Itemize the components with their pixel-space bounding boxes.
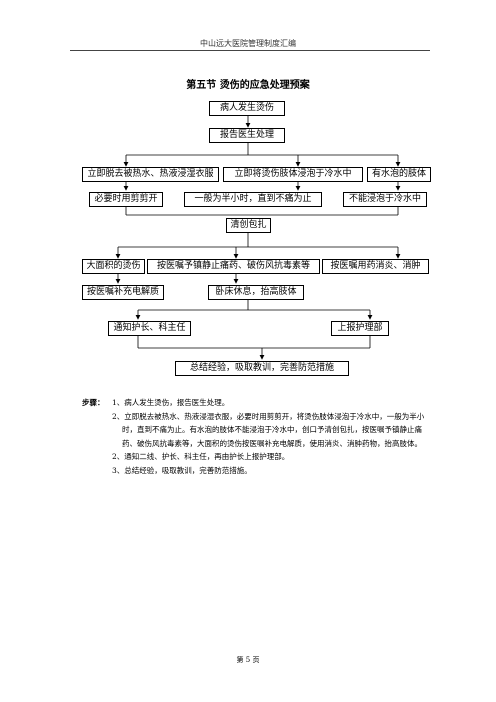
step-2-cont-1: 时，直到不痛为止。有水泡的肢体不能浸泡于冷水中，创口予清创包扎，按医嘱予镇静止痛 (122, 425, 422, 434)
flow-box-anti-inflammatory: 按医嘱用药消炎、消肿 (322, 259, 429, 274)
flow-box-cut-if-needed: 必要时用剪剪开 (89, 192, 163, 207)
page-number: 第 5 页 (236, 656, 260, 664)
flow-box-no-soak: 不能浸泡于冷水中 (343, 192, 427, 207)
step-3: 2、通知二线、护长、科主任，再由护长上报护理部。 (82, 450, 482, 464)
flow-box-debride-dress: 清创包扎 (226, 218, 271, 233)
step-2-num: 2、 (112, 411, 125, 421)
step-4-num: 3、 (112, 465, 125, 475)
flow-box-soak-cold-water: 立即将烫伤肢体浸泡于冷水中 (223, 167, 363, 182)
step-1: 步骤： 1、病人发生烫伤，报告医生处理。 (82, 396, 482, 410)
page-header: 中山远大医院管理制度汇编 (200, 39, 296, 48)
flow-box-notify-head: 通知护长、科主任 (108, 321, 191, 336)
section-title: 第五节 烫伤的应急处理预案 (186, 80, 310, 91)
step-1-text: 病人发生烫伤，报告医生处理。 (124, 398, 230, 407)
step-2-cont-2: 药、破伤风抗毒素等，大面积的烫伤按医嘱补充电解质，使用消炎、消肿药物，抬高肢体。 (122, 438, 422, 448)
step-2-text: 立即脱去被热水、热液浸湿衣服，必要时用剪剪开，将烫伤肢体浸泡于冷水中，一般为半小 (124, 411, 425, 421)
step-4-text: 总结经验，吸取教训，完善防范措施。 (124, 465, 252, 475)
flow-box-summarize: 总结经验，吸取教训，完善防范措施 (175, 361, 349, 376)
flow-box-burn-occurs: 病人发生烫伤 (209, 101, 285, 116)
flow-box-sedative-tetanus: 按医嘱予镇静止痛药、破伤风抗毒素等 (147, 259, 320, 274)
flow-box-report-nursing: 上报护理部 (331, 321, 389, 336)
step-3-num: 2、 (112, 452, 125, 461)
step-1-num: 1、 (112, 398, 125, 407)
steps-section: 步骤： 1、病人发生烫伤，报告医生处理。 2、立即脱去被热水、热液浸湿衣服，必要… (82, 396, 482, 477)
flow-box-report-doctor: 报告医生处理 (209, 128, 285, 143)
flow-box-large-burn: 大面积的烫伤 (82, 259, 145, 274)
flow-box-bed-rest: 卧床休息，抬高肢体 (208, 285, 304, 300)
step-2: 2、立即脱去被热水、热液浸湿衣服，必要时用剪剪开，将烫伤肢体浸泡于冷水中，一般为… (82, 410, 482, 424)
step-3-text: 通知二线、护长、科主任，再由护长上报护理部。 (124, 452, 290, 461)
flow-box-blister-limb: 有水泡的肢体 (367, 167, 431, 182)
steps-label: 步骤： (82, 398, 105, 407)
header-divider (70, 50, 430, 51)
flow-box-half-hour: 一般为半小时，直到不痛为止 (184, 192, 322, 207)
step-4: 3、总结经验，吸取教训，完善防范措施。 (82, 464, 482, 478)
flow-box-electrolytes: 按医嘱补充电解质 (82, 285, 164, 300)
flow-box-remove-clothes: 立即脱去被热水、热液浸湿衣服 (82, 167, 219, 182)
